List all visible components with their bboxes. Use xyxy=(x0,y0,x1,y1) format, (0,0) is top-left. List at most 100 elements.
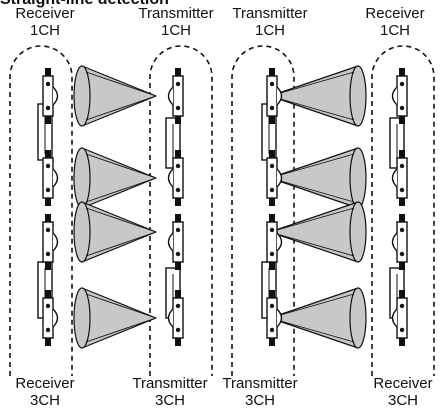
sensor-lens xyxy=(276,308,283,328)
sensor-lens xyxy=(167,308,174,328)
sensor-cap xyxy=(269,290,275,298)
beam-right-4 xyxy=(269,287,367,349)
sensor-cap xyxy=(399,262,405,270)
sensor-screw xyxy=(399,163,405,169)
sensor-transmitter-right-2 xyxy=(266,150,283,206)
sensor-screw xyxy=(269,105,275,111)
sensor-cap xyxy=(175,262,181,270)
label-channel: 3CH xyxy=(387,392,418,409)
label-role: Transmitter xyxy=(138,5,214,22)
sensor-cap xyxy=(45,290,51,298)
beam-base xyxy=(349,147,367,209)
sensor-cap xyxy=(45,214,51,222)
beam-ray xyxy=(85,177,157,203)
label-role: Receiver xyxy=(15,5,75,22)
sensor-cap xyxy=(175,338,181,346)
sensor-lens xyxy=(167,232,174,252)
sensor-lens xyxy=(276,86,283,106)
sensor-lens xyxy=(276,168,283,188)
zone-transmitter-left xyxy=(149,45,213,376)
beam-ray xyxy=(85,153,157,179)
label-role: Transmitter xyxy=(132,375,208,392)
label-role: Receiver xyxy=(15,375,75,392)
sensor-screw xyxy=(175,163,181,169)
sensor-lens xyxy=(391,232,398,252)
sensor-receiver-left-1 xyxy=(42,68,59,124)
sensor-screw xyxy=(175,227,181,233)
sensor-receiver-right-1 xyxy=(391,68,408,124)
sensor-cap xyxy=(175,290,181,298)
sensor-screw xyxy=(45,327,51,333)
sensor-cap xyxy=(399,290,405,298)
sensor-cap xyxy=(399,338,405,346)
sensor-transmitter-right-4 xyxy=(266,290,283,346)
sensor-cap xyxy=(399,214,405,222)
beam-base xyxy=(73,147,91,209)
sensor-cap xyxy=(269,150,275,158)
beam-ray xyxy=(85,317,157,343)
beam-cone xyxy=(81,65,157,127)
sensor-lens xyxy=(391,308,398,328)
diagram-heading: Straight-line detection xyxy=(0,0,169,9)
sensor-screw xyxy=(175,327,181,333)
sensor-transmitter-right-3 xyxy=(266,214,283,270)
beam-base xyxy=(349,287,367,349)
sensor-screw xyxy=(269,187,275,193)
sensor-cap xyxy=(269,262,275,270)
sensor-lens xyxy=(52,308,59,328)
label-role: Transmitter xyxy=(222,375,298,392)
sensor-lens xyxy=(167,86,174,106)
label-channel: 1CH xyxy=(160,22,191,39)
beam-base xyxy=(73,287,91,349)
sensor-cap xyxy=(399,198,405,206)
sensor-receiver-right-4 xyxy=(391,290,408,346)
sensor-screw xyxy=(269,227,275,233)
label-top-receiver-right: Receiver 1CH xyxy=(352,5,438,39)
beam-ray xyxy=(85,231,157,257)
sensor-receiver-left-2 xyxy=(42,150,59,206)
label-channel: 3CH xyxy=(244,392,275,409)
sensor-screw xyxy=(45,81,51,87)
sensor-cap xyxy=(269,116,275,124)
beam-ray xyxy=(269,71,355,97)
beam-ray xyxy=(269,231,355,257)
sensor-screw xyxy=(269,81,275,87)
label-role: Transmitter xyxy=(232,5,308,22)
zone-transmitter-right xyxy=(231,45,295,376)
beam-right-1 xyxy=(269,65,367,127)
beam-base xyxy=(73,201,91,263)
label-channel: 1CH xyxy=(254,22,285,39)
sensor-screw xyxy=(45,251,51,257)
sensor-cap xyxy=(269,198,275,206)
sensor-screw xyxy=(269,251,275,257)
label-channel: 1CH xyxy=(29,22,60,39)
sensor-cap xyxy=(45,68,51,76)
sensor-receiver-right-2 xyxy=(391,150,408,206)
sensor-cap xyxy=(45,198,51,206)
sensor-screw xyxy=(45,105,51,111)
beam-ray xyxy=(85,95,157,121)
beam-ray xyxy=(269,207,355,233)
sensor-receiver-left-4 xyxy=(42,290,59,346)
label-channel: 3CH xyxy=(29,392,60,409)
label-channel: 3CH xyxy=(154,392,185,409)
sensor-screw xyxy=(175,251,181,257)
sensor-screw xyxy=(399,81,405,87)
sensor-screw xyxy=(399,251,405,257)
sensor-cap xyxy=(269,68,275,76)
label-top-receiver-left: Receiver 1CH xyxy=(2,5,88,39)
label-role: Receiver xyxy=(373,375,433,392)
sensor-screw xyxy=(175,105,181,111)
beam-right-3 xyxy=(269,201,367,263)
beam-ray xyxy=(85,207,157,233)
sensor-cap xyxy=(399,150,405,158)
beam-ray xyxy=(269,177,355,203)
label-role: Receiver xyxy=(365,5,425,22)
sensor-screw xyxy=(399,227,405,233)
sensor-receiver-right-3 xyxy=(391,214,408,270)
sensor-screw xyxy=(175,81,181,87)
sensor-transmitter-left-3 xyxy=(167,214,184,270)
sensor-screw xyxy=(399,303,405,309)
sensor-cap xyxy=(175,214,181,222)
